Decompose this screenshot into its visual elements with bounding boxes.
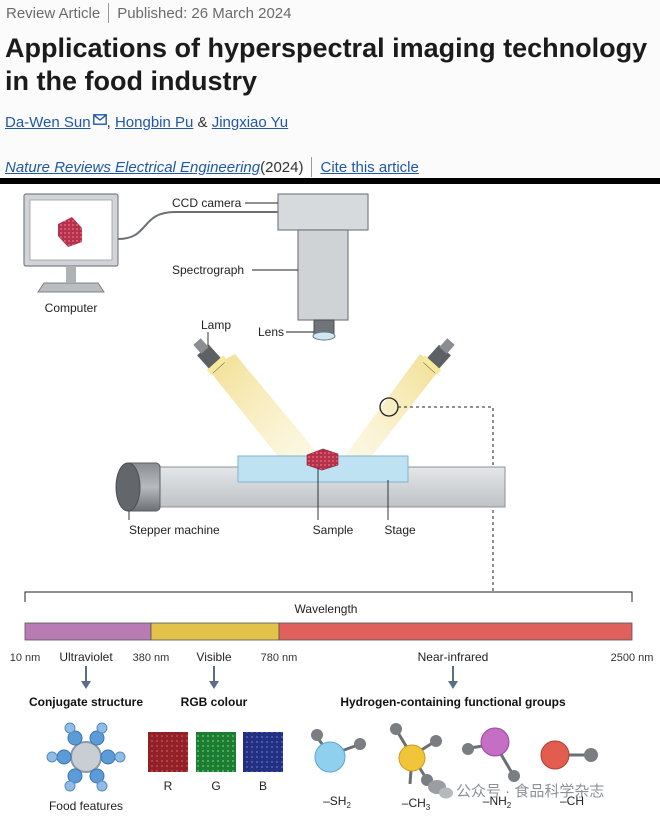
label-sample: Sample	[313, 523, 354, 537]
tick-label: 780 nm	[261, 652, 298, 664]
author-separator: &	[193, 114, 212, 131]
journal-divider	[311, 157, 313, 177]
band-near-infrared	[278, 622, 633, 641]
author-separator: ,	[106, 114, 115, 131]
tick-label: 380 nm	[133, 652, 170, 664]
author-list: Da-Wen Sun, Hongbin Pu & Jingxiao Yu	[5, 114, 288, 131]
dashed-connector	[398, 406, 494, 592]
nh2-molecule	[462, 727, 520, 782]
category-hydrogen: Hydrogen-containing functional groups	[340, 695, 566, 709]
journal-link[interactable]: Nature Reviews Electrical Engineering	[5, 158, 261, 176]
wechat-icon	[428, 780, 453, 799]
label-spectrograph: Spectrograph	[172, 263, 244, 277]
rgb-label-g: G	[211, 779, 220, 793]
journal-line: Nature Reviews Electrical Engineering (2…	[5, 157, 419, 177]
publication-year: (2024)	[260, 158, 304, 176]
article-type: Review Article	[6, 4, 101, 22]
author-link-1[interactable]: Da-Wen Sun	[5, 114, 91, 131]
author-link-3[interactable]: Jingxiao Yu	[211, 114, 289, 131]
down-arrow-icon	[81, 666, 91, 689]
light-beam-left	[208, 354, 335, 484]
down-arrow-icon	[448, 666, 458, 689]
tick-label: 10 nm	[10, 652, 41, 664]
rgb-tile-blue	[243, 732, 283, 772]
label-food-features: Food features	[49, 799, 123, 813]
ccd-camera	[277, 193, 369, 341]
band-ultraviolet	[24, 622, 152, 641]
meta-divider	[108, 3, 110, 23]
group-label-nh2: –NH2	[483, 794, 512, 810]
sh2-molecule	[311, 729, 366, 773]
computer-monitor	[23, 193, 119, 293]
label-stage: Stage	[384, 523, 416, 537]
group-label-ch3: –CH3	[402, 796, 431, 812]
label-ccd-camera: CCD camera	[172, 196, 242, 210]
category-rgb: RGB colour	[181, 695, 248, 709]
label-wavelength: Wavelength	[295, 602, 358, 616]
label-computer: Computer	[45, 301, 98, 315]
article-header: Review Article Published: 26 March 2024 …	[0, 0, 660, 178]
band-name-near-infrared: Near-infrared	[418, 650, 489, 664]
band-name-ultraviolet: Ultraviolet	[59, 650, 113, 664]
tick-label: 2500 nm	[611, 652, 654, 664]
hyperspectral-figure: Computer CCD camera Spectrograph Lens La…	[10, 193, 654, 813]
band-visible	[150, 622, 280, 641]
article-meta: Review Article Published: 26 March 2024	[6, 3, 291, 23]
label-stepper-machine: Stepper machine	[129, 523, 220, 537]
ch-molecule	[540, 740, 598, 770]
sample-block	[306, 448, 339, 471]
band-name-visible: Visible	[196, 650, 231, 664]
mail-icon[interactable]	[92, 114, 107, 125]
light-beam-right	[330, 354, 440, 484]
down-arrow-icon	[209, 666, 219, 689]
group-label-sh2: –SH2	[323, 794, 351, 810]
wavelength-bracket	[24, 591, 633, 602]
cite-article-link[interactable]: Cite this article	[320, 158, 419, 176]
category-conjugate: Conjugate structure	[29, 695, 143, 709]
group-label-ch: –CH	[560, 794, 584, 808]
rgb-tile-red	[148, 732, 188, 772]
black-divider	[0, 178, 660, 184]
rgb-label-r: R	[164, 779, 173, 793]
author-link-2[interactable]: Hongbin Pu	[114, 114, 194, 131]
article-title: Applications of hyperspectral imaging te…	[5, 33, 648, 96]
published-date: Published: 26 March 2024	[117, 4, 292, 22]
label-lens: Lens	[258, 325, 284, 339]
label-lamp: Lamp	[201, 318, 231, 332]
ch3-molecule	[390, 723, 442, 786]
conjugate-molecule	[46, 722, 126, 792]
rgb-tile-green	[196, 732, 236, 772]
rgb-label-b: B	[259, 779, 267, 793]
lamp-right	[420, 338, 455, 375]
lamp-left	[193, 338, 228, 375]
watermark-text: 公众号 · 食品科学杂志	[456, 783, 604, 800]
cable	[117, 211, 278, 240]
